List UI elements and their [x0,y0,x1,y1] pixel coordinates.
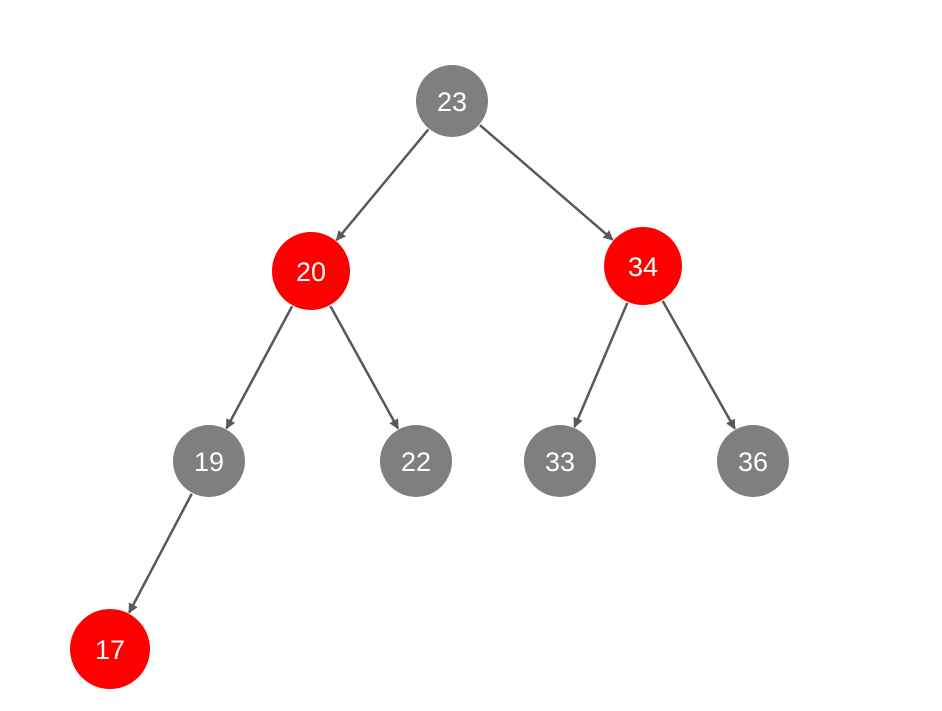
node-label-23: 23 [437,87,467,117]
edge-20-to-22 [329,305,400,430]
edge-34-to-36 [661,300,736,430]
edge-23-to-20 [335,128,430,242]
node-circle-33 [524,425,596,497]
node-label-20: 20 [296,257,326,287]
tree-node-17: 17 [70,609,150,689]
tree-node-22: 22 [380,425,452,497]
node-label-19: 19 [194,447,224,477]
node-label-22: 22 [401,447,431,477]
tree-node-19: 19 [173,425,245,497]
node-label-33: 33 [545,447,575,477]
node-circle-23 [416,65,488,137]
node-label-34: 34 [628,252,658,282]
node-circle-19 [173,425,245,497]
tree-node-36: 36 [717,425,789,497]
node-circle-17 [70,609,150,689]
tree-node-33: 33 [524,425,596,497]
edge-34-to-33 [573,302,629,428]
node-circle-20 [272,232,350,310]
node-circle-36 [717,425,789,497]
node-circle-22 [380,425,452,497]
edge-20-to-19 [225,305,294,430]
node-label-17: 17 [95,635,125,665]
node-circle-34 [604,227,682,305]
tree-node-20: 20 [272,232,350,310]
edge-19-to-17 [127,493,193,614]
nodes-layer: 23 20 34 19 22 33 36 17 [70,65,789,689]
edge-23-to-34 [479,124,614,241]
tree-node-23: 23 [416,65,488,137]
tree-node-34: 34 [604,227,682,305]
edges-layer [127,124,736,614]
node-label-36: 36 [738,447,768,477]
